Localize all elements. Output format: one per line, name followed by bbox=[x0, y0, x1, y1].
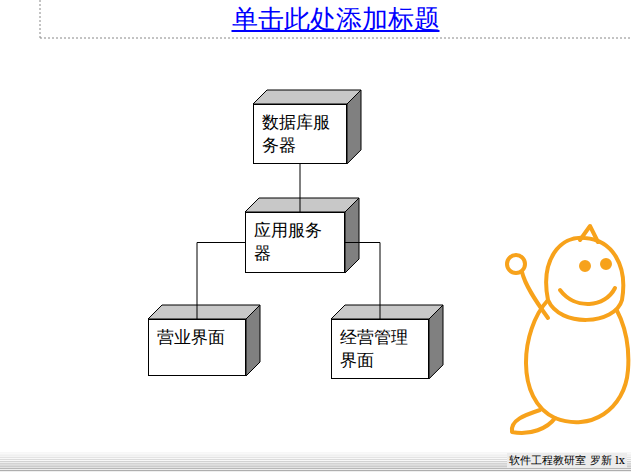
placeholder-border bbox=[40, 38, 631, 39]
node-box: 应用服务器 bbox=[245, 212, 345, 273]
band-stripe bbox=[0, 450, 631, 451]
cartoon-mascot bbox=[507, 226, 628, 433]
box-top-face bbox=[331, 305, 443, 319]
placeholder-border bbox=[40, 0, 41, 38]
node-label: 经营管理界面 bbox=[340, 326, 420, 372]
box-top-face bbox=[245, 198, 359, 212]
band-stripe bbox=[0, 470, 631, 471]
node-box: 营业界面 bbox=[148, 319, 246, 376]
footer-note: 软件工程教研室 罗新 lx bbox=[507, 453, 627, 468]
connector-line bbox=[300, 164, 301, 212]
node-box: 经营管理界面 bbox=[331, 319, 429, 379]
box-top-face bbox=[148, 305, 260, 319]
box-side-face bbox=[347, 90, 361, 164]
footer-band bbox=[0, 450, 631, 471]
node-label: 数据库服务器 bbox=[262, 111, 338, 157]
box-side-face bbox=[345, 198, 359, 273]
node-box: 数据库服务器 bbox=[253, 104, 347, 164]
node-label: 营业界面 bbox=[157, 326, 237, 349]
connector-line bbox=[345, 243, 380, 320]
node-label: 应用服务器 bbox=[254, 219, 336, 265]
box-side-face bbox=[246, 305, 260, 376]
connector-line bbox=[197, 243, 245, 320]
box-top-face bbox=[253, 90, 361, 104]
slide-title: 单击此处添加标题 bbox=[40, 2, 631, 37]
box-side-face bbox=[429, 305, 443, 379]
